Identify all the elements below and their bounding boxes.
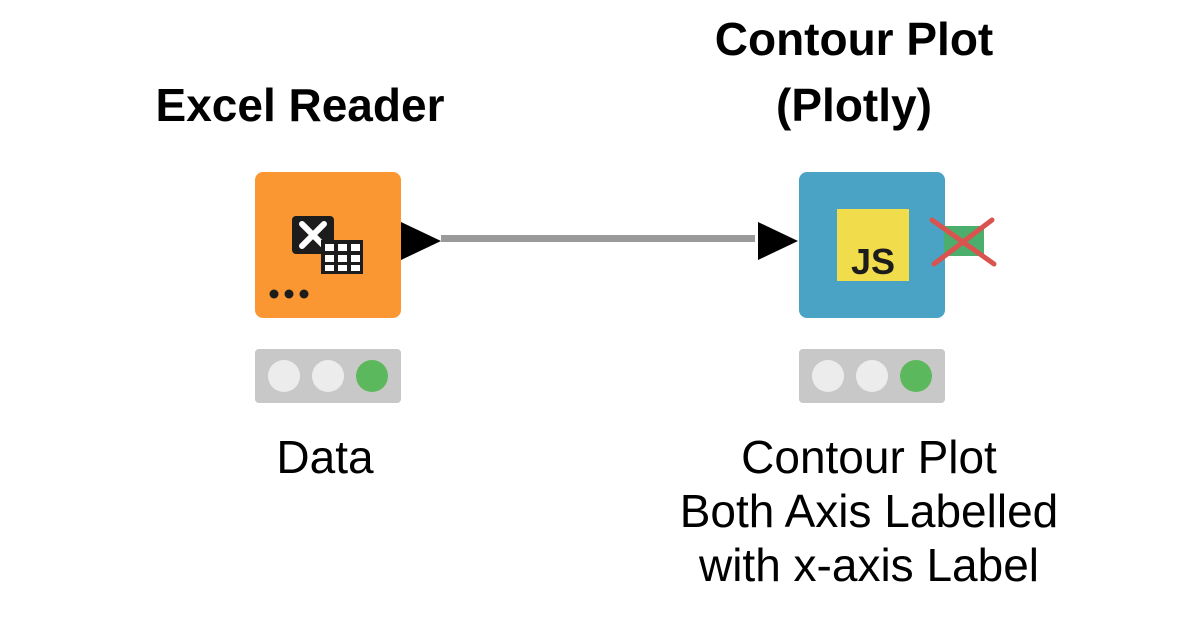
excel-reader-node[interactable] <box>255 172 401 318</box>
contour-plot-title: Contour Plot (Plotly) <box>654 6 1054 138</box>
excel-table-icon <box>269 216 363 299</box>
status-light-red <box>812 360 844 392</box>
contour-plot-label-line-3: with x-axis Label <box>698 539 1040 591</box>
contour-plot-title-line-1: Contour Plot <box>714 13 994 65</box>
status-light-green <box>356 360 388 392</box>
status-light-green <box>900 360 932 392</box>
connection-line[interactable] <box>441 235 755 242</box>
contour-input-port[interactable] <box>757 220 799 262</box>
contour-plot-label[interactable]: Contour Plot Both Axis Labelled with x-a… <box>619 430 1119 592</box>
contour-plot-node[interactable]: JS <box>799 172 945 318</box>
excel-output-port[interactable] <box>400 220 442 262</box>
excel-reader-title: Excel Reader <box>155 79 445 131</box>
contour-plot-label-line-2: Both Axis Labelled <box>679 485 1059 537</box>
contour-plot-label-line-1: Contour Plot <box>741 431 997 483</box>
javascript-icon: JS <box>837 209 909 282</box>
contour-status-traffic-light <box>799 349 945 403</box>
contour-output-port-deactivated-icon[interactable] <box>928 216 1000 268</box>
javascript-icon-text: JS <box>851 241 895 282</box>
excel-reader-label-line-1: Data <box>276 431 374 483</box>
status-light-red <box>268 360 300 392</box>
contour-plot-title-line-2: (Plotly) <box>776 79 932 131</box>
status-light-yellow <box>312 360 344 392</box>
status-light-yellow <box>856 360 888 392</box>
excel-reader-label[interactable]: Data <box>175 430 475 484</box>
excel-status-traffic-light <box>255 349 401 403</box>
